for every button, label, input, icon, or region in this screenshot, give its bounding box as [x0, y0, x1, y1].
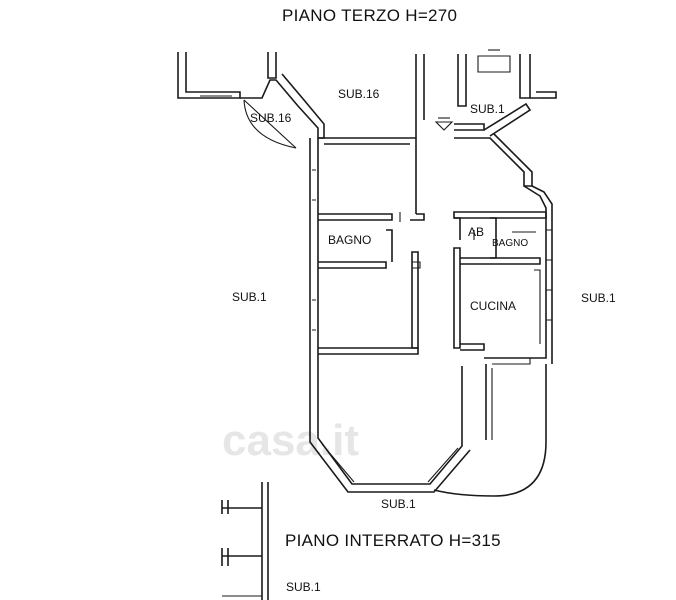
title-piano-terzo: PIANO TERZO H=270: [282, 6, 457, 25]
label-ab: AB: [468, 225, 484, 239]
label-sub16-upper: SUB.16: [338, 87, 380, 101]
label-bagno-right: BAGNO: [492, 238, 528, 249]
label-sub1-bottom: SUB.1: [381, 497, 416, 511]
watermark-text: casa.it: [222, 416, 359, 465]
interior-walls: [318, 211, 547, 355]
label-sub1-right: SUB.1: [581, 291, 616, 305]
label-cucina: CUCINA: [470, 299, 516, 313]
balcony: [433, 357, 547, 497]
label-sub16-lower: SUB.16: [250, 111, 292, 125]
sub1-stair-structure: [415, 49, 557, 138]
sub16-structure: [177, 52, 325, 149]
title-piano-interrato: PIANO INTERRATO H=315: [285, 531, 501, 550]
label-bagno-left: BAGNO: [328, 233, 371, 247]
label-sub1-left: SUB.1: [232, 290, 267, 304]
basement-structure: [221, 482, 269, 600]
apartment-outer-walls: [309, 133, 553, 493]
label-sub1-basement: SUB.1: [286, 580, 321, 594]
label-sub1-top: SUB.1: [470, 102, 505, 116]
